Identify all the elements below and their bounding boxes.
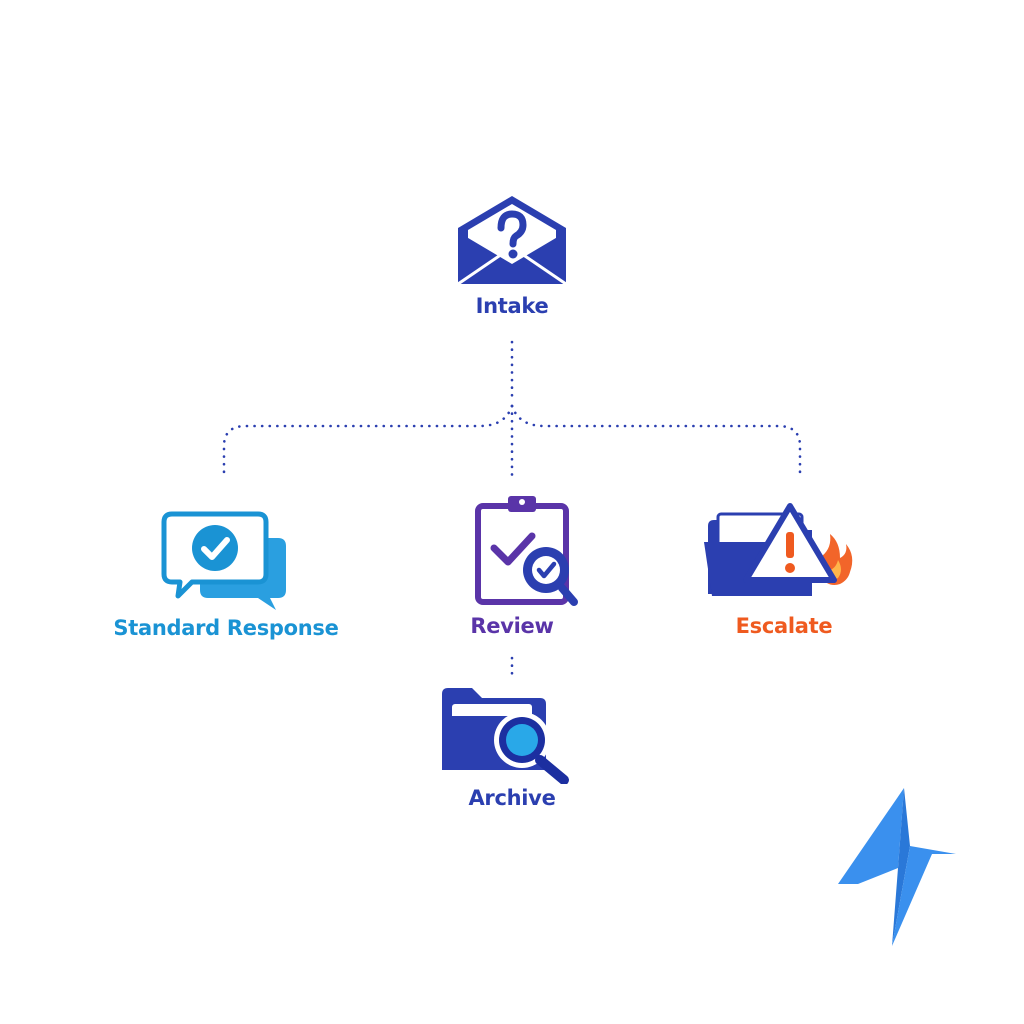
node-intake[interactable]: Intake: [432, 192, 592, 318]
clipboard-magnifier-icon: [475, 496, 578, 606]
chat-check-icon: [161, 511, 286, 610]
folder-warning-fire-icon: [704, 503, 853, 596]
node-standard-response[interactable]: Standard Response: [106, 508, 346, 640]
edge-intake-standard-response: [222, 404, 514, 476]
node-review[interactable]: Review: [432, 492, 592, 638]
node-label-standard-response: Standard Response: [113, 616, 339, 640]
node-label-escalate: Escalate: [735, 614, 833, 638]
envelope-question-icon: [457, 196, 567, 286]
node-label-review: Review: [470, 614, 554, 638]
lightning-logo-icon: [838, 788, 956, 946]
node-escalate[interactable]: Escalate: [704, 500, 864, 638]
node-label-intake: Intake: [475, 294, 549, 318]
edge-intake-escalate: [510, 404, 802, 476]
node-archive[interactable]: Archive: [432, 684, 592, 810]
folder-magnifier-icon: [442, 688, 569, 784]
node-label-archive: Archive: [468, 786, 556, 810]
